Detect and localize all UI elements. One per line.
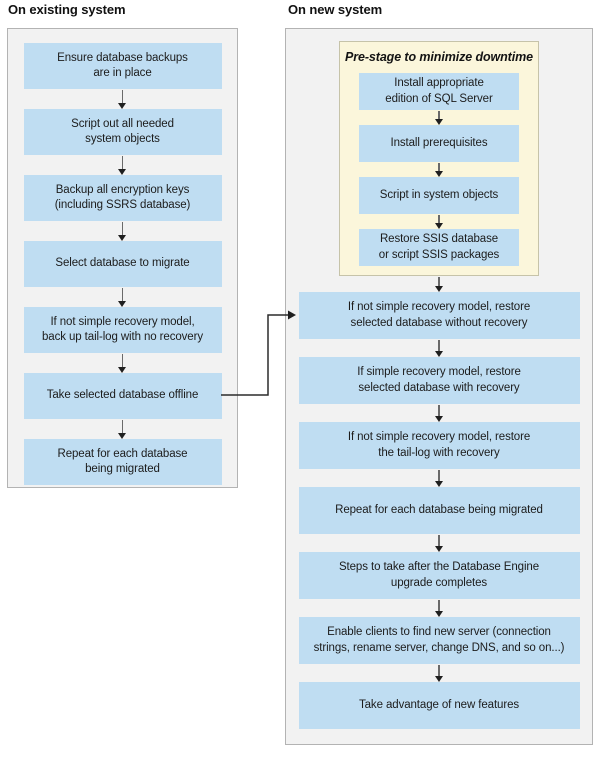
step-ensure-backups: Ensure database backups are in place (23, 43, 222, 89)
down-arrow-icon (118, 353, 128, 373)
step-new-features: Take advantage of new features (298, 682, 580, 729)
down-arrow-icon (118, 419, 128, 439)
step-restore-without-recovery: If not simple recovery model, restore se… (298, 292, 580, 339)
down-arrow-icon (118, 287, 128, 307)
step-restore-with-recovery: If simple recovery model, restore select… (298, 357, 580, 404)
new-system-heading: On new system (288, 2, 383, 17)
step-take-offline: Take selected database offline (23, 373, 222, 419)
down-arrow-icon (434, 599, 444, 617)
down-arrow-icon (434, 110, 444, 125)
step-install-prerequisites: Install prerequisites (359, 125, 519, 162)
step-install-sql-server: Install appropriate edition of SQL Serve… (359, 73, 519, 110)
prestage-title: Pre-stage to minimize downtime (344, 50, 533, 64)
down-arrow-icon (434, 214, 444, 229)
down-arrow-icon (434, 404, 444, 422)
step-restore-ssis: Restore SSIS database or script SSIS pac… (359, 229, 519, 266)
existing-system-panel: Ensure database backups are in place Scr… (7, 28, 238, 488)
step-enable-clients: Enable clients to find new server (conne… (298, 617, 580, 664)
down-arrow-icon (118, 89, 128, 109)
down-arrow-icon (118, 155, 128, 175)
step-tail-log-backup: If not simple recovery model, back up ta… (23, 307, 222, 353)
step-repeat-existing: Repeat for each database being migrated (23, 439, 222, 485)
down-arrow-icon (434, 339, 444, 357)
step-repeat-new: Repeat for each database being migrated (298, 487, 580, 534)
down-arrow-icon (434, 162, 444, 177)
step-script-system-objects: Script out all needed system objects (23, 109, 222, 155)
down-arrow-icon (434, 469, 444, 487)
prestage-group: Pre-stage to minimize downtime Install a… (339, 41, 539, 276)
step-post-upgrade: Steps to take after the Database Engine … (298, 552, 580, 599)
step-select-database: Select database to migrate (23, 241, 222, 287)
step-script-in-objects: Script in system objects (359, 177, 519, 214)
down-arrow-icon (434, 534, 444, 552)
existing-system-heading: On existing system (8, 2, 126, 17)
new-system-panel: Pre-stage to minimize downtime Install a… (285, 28, 593, 745)
down-arrow-icon (434, 276, 444, 292)
down-arrow-icon (118, 221, 128, 241)
step-restore-tail-log: If not simple recovery model, restore th… (298, 422, 580, 469)
step-backup-encryption-keys: Backup all encryption keys (including SS… (23, 175, 222, 221)
down-arrow-icon (434, 664, 444, 682)
